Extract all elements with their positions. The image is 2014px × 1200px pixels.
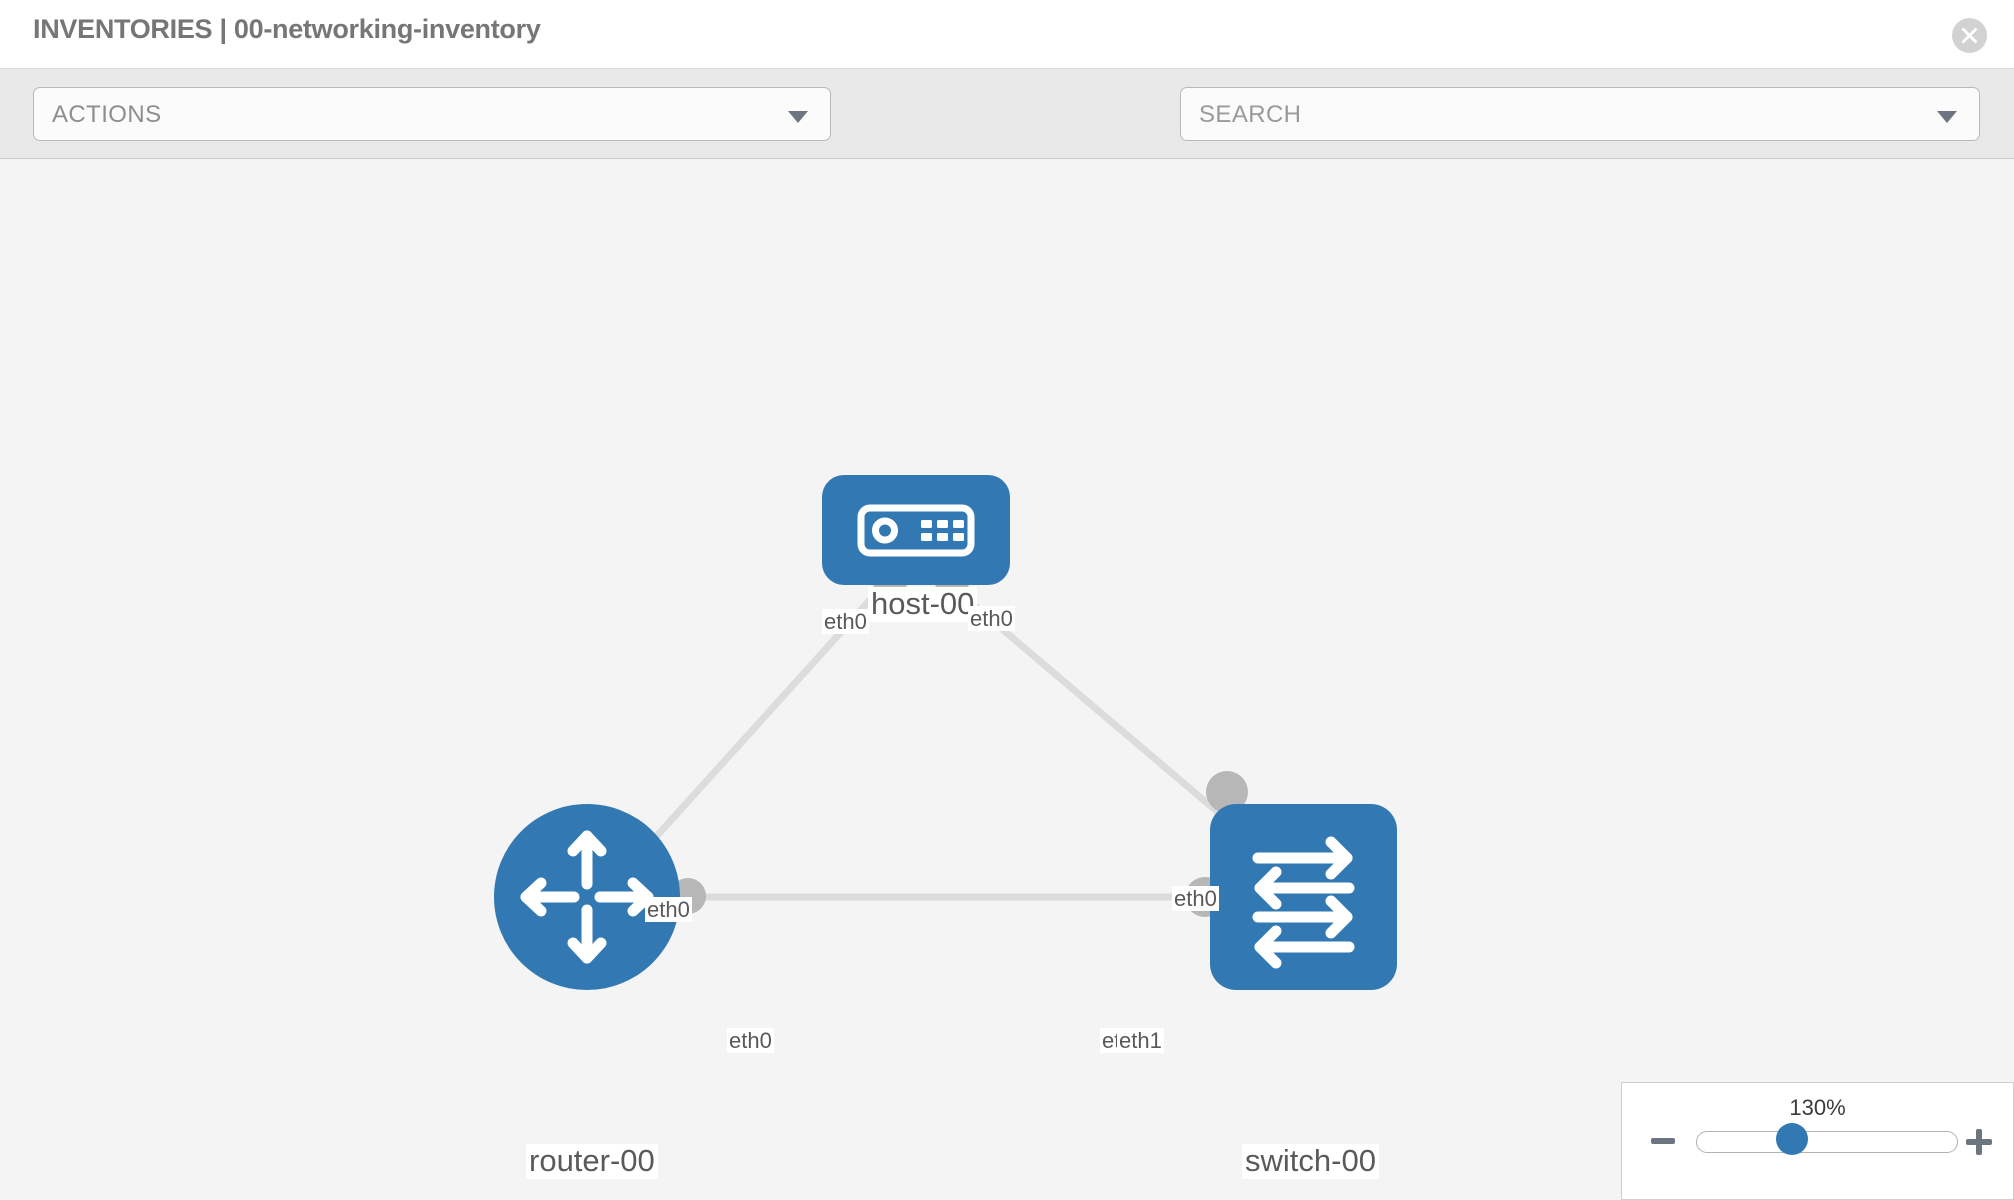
if-label-router-upper: eth0 [645,897,692,923]
zoom-slider[interactable] [1696,1131,1958,1153]
topology-links [642,586,1243,901]
zoom-slider-thumb[interactable] [1776,1123,1808,1155]
node-host-00[interactable] [822,475,1010,585]
if-label-router-right: eth0 [727,1028,774,1054]
search-placeholder: SEARCH [1199,101,1302,128]
page-title: INVENTORIES | 00-networking-inventory [33,14,541,44]
search-input[interactable]: SEARCH [1180,87,1980,141]
chevron-down-icon[interactable] [1937,111,1957,123]
if-label-host-left: eth0 [822,609,869,635]
if-label-host-right: eth0 [968,606,1015,632]
switch-icon [1252,836,1355,969]
toolbar: ACTIONS SEARCH [0,69,2014,201]
server-icon [857,504,975,557]
zoom-control-panel: 130% [1621,1082,2014,1200]
if-label-switch-upper: eth0 [1172,886,1219,912]
plus-icon[interactable] [1965,1128,1993,1156]
node-label-router-00: router-00 [526,1143,658,1179]
node-switch-00[interactable] [1210,804,1397,990]
actions-dropdown[interactable]: ACTIONS [33,87,831,141]
if-label-switch-left: eth1 [1117,1028,1164,1054]
minus-icon[interactable] [1650,1128,1676,1154]
topology-canvas[interactable]: host-00 router-00 switch-00 eth0 eth0 et… [0,159,2014,1200]
node-label-host-00: host-00 [868,586,978,622]
node-label-switch-00: switch-00 [1242,1143,1379,1179]
page-header: INVENTORIES | 00-networking-inventory [0,0,2014,69]
actions-dropdown-label: ACTIONS [52,101,162,128]
close-icon[interactable] [1952,18,1987,53]
chevron-down-icon [788,111,808,123]
zoom-level-label: 130% [1789,1095,1846,1120]
